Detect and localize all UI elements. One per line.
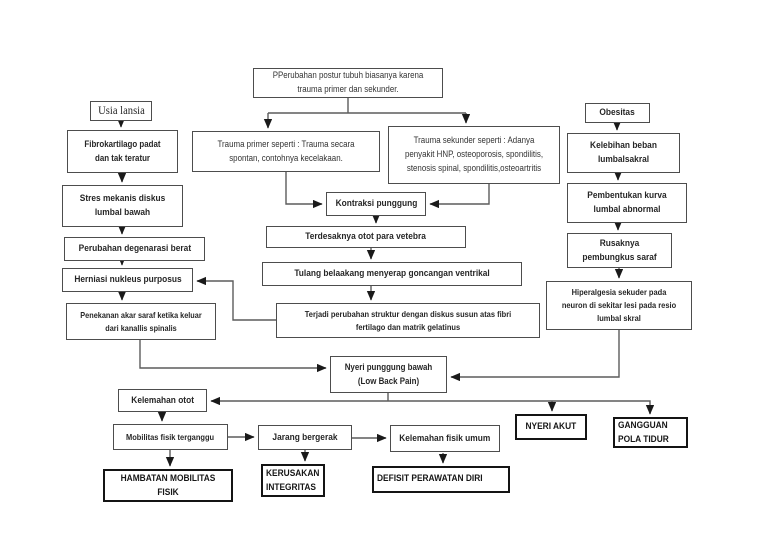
node-fibrokartilago: Fibrokartilago padat dan tak teratur xyxy=(67,130,178,173)
edge-penekanan-nyeri xyxy=(139,340,327,373)
node-kelemahan-otot: Kelemahan otot xyxy=(118,389,207,412)
node-kelebihan-beban: Kelebihan beban lumbalsakral xyxy=(567,133,680,173)
node-defisit-perawatan: DEFISIT PERAWATAN DIRI xyxy=(372,466,510,493)
node-jarang-bergerak: Jarang bergerak xyxy=(258,425,352,450)
edge-top-split xyxy=(268,98,466,114)
node-trauma-sekunder: Trauma sekunder seperti : Adanya penyaki… xyxy=(388,126,560,184)
node-kerusakan-integritas: KERUSAKAN INTEGRITAS xyxy=(261,464,325,497)
edge-hiperalgesia-nyeri xyxy=(450,330,620,382)
node-obesitas: Obesitas xyxy=(585,103,650,123)
edge-nyeri-gangguan xyxy=(388,400,655,415)
edge-sekunder-kontraksi xyxy=(429,184,490,209)
node-mobilitas-fisik: Mobilitas fisik terganggu xyxy=(113,424,228,450)
node-penekanan: Penekanan akar saraf ketika keluar dari … xyxy=(66,303,216,340)
node-hambatan-mobilitas: HAMBATAN MOBILITAS FISIK xyxy=(103,469,233,502)
node-perubahan-postur: PPerubahan postur tubuh biasanya karena … xyxy=(253,68,443,98)
edge-primer-kontraksi xyxy=(285,172,323,209)
node-pembentukan-kurva: Pembentukan kurva lumbal abnormal xyxy=(567,183,687,223)
node-kontraksi: Kontraksi punggung xyxy=(326,192,426,216)
node-tulang-belakang: Tulang belaakang menyerap goncangan vent… xyxy=(262,262,522,286)
node-nyeri-akut: NYERI AKUT xyxy=(515,414,587,440)
node-nyeri-punggung: Nyeri punggung bawah (Low Back Pain) xyxy=(330,356,447,393)
node-usia-lansia: Usia lansia xyxy=(90,101,152,121)
edge-terjadi-herniasi xyxy=(196,276,276,321)
node-kelemahan-fisik: Kelemahan fisik umum xyxy=(390,425,500,452)
node-gangguan-pola-tidur: GANGGUAN POLA TIDUR xyxy=(613,417,688,448)
node-perubahan-degenarasi: Perubahan degenarasi berat xyxy=(64,237,205,261)
node-rusaknya: Rusaknya pembungkus saraf xyxy=(567,233,672,268)
node-hiperalgesia: Hiperalgesia sekuder pada neuron di seki… xyxy=(546,281,692,330)
node-terjadi-perubahan: Terjadi perubahan struktur dengan diskus… xyxy=(276,303,540,338)
node-terdesaknya: Terdesaknya otot para vetebra xyxy=(266,226,466,248)
node-herniasi: Herniasi nukleus purposus xyxy=(62,268,193,292)
node-trauma-primer: Trauma primer seperti : Trauma secara sp… xyxy=(192,131,380,172)
node-stres-mekanis: Stres mekanis diskus lumbal bawah xyxy=(62,185,183,227)
